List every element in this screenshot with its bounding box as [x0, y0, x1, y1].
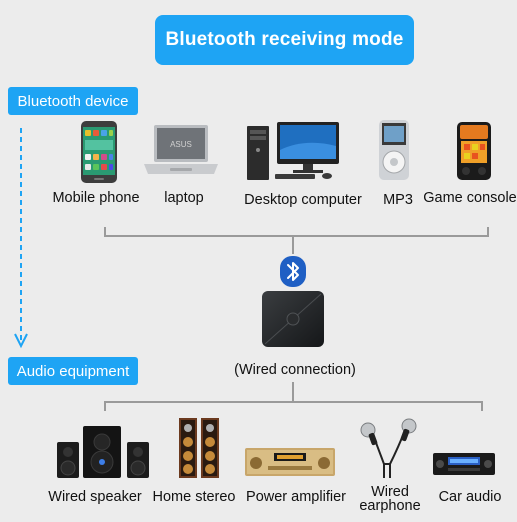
bottom-bracket-right-tick — [481, 401, 483, 411]
top-bracket-stem — [292, 236, 294, 254]
bottom-bracket-stem — [292, 382, 294, 402]
wired-connection-label: (Wired connection) — [234, 362, 356, 378]
audio-label-wired-earphone-line2: earphone — [359, 498, 421, 514]
top-bracket-left-tick — [104, 227, 106, 237]
audio-label-home-stereo: Home stereo — [152, 489, 236, 505]
mp3-player-icon — [379, 120, 409, 180]
mobile-phone-icon — [81, 121, 117, 183]
audio-label-wired-earphone: Wired earphone — [359, 484, 421, 514]
audio-label-car-audio: Car audio — [438, 489, 502, 505]
down-arrow-icon — [14, 128, 28, 349]
desktop-computer-icon — [247, 122, 339, 180]
device-label-game-console: Game console — [423, 190, 517, 206]
top-bracket-line — [104, 235, 489, 237]
power-amplifier-icon — [245, 448, 335, 476]
bottom-bracket-left-tick — [104, 401, 106, 411]
device-label-mobile-phone: Mobile phone — [52, 190, 140, 206]
device-label-desktop-computer: Desktop computer — [244, 192, 362, 208]
bluetooth-icon — [280, 256, 306, 287]
device-label-mp3: MP3 — [383, 192, 413, 208]
laptop-icon: ASUS — [144, 125, 218, 174]
audio-label-wired-earphone-line1: Wired — [371, 484, 409, 500]
earphone-icon — [360, 418, 417, 478]
audio-label-wired-speaker: Wired speaker — [48, 489, 142, 505]
car-audio-icon — [433, 453, 495, 475]
svg-text:ASUS: ASUS — [170, 140, 192, 149]
title-banner: Bluetooth receiving mode — [155, 15, 414, 65]
audio-label-power-amplifier: Power amplifier — [246, 489, 346, 505]
device-label-laptop: laptop — [164, 190, 204, 206]
bluetooth-device-tag: Bluetooth device — [8, 87, 138, 115]
bottom-bracket-line — [104, 401, 483, 403]
speaker-icon — [57, 426, 149, 478]
game-console-icon — [457, 122, 491, 180]
top-bracket-right-tick — [487, 227, 489, 237]
receiver-device-icon — [262, 291, 324, 347]
home-stereo-icon — [179, 418, 219, 478]
audio-equipment-tag: Audio equipment — [8, 357, 138, 385]
